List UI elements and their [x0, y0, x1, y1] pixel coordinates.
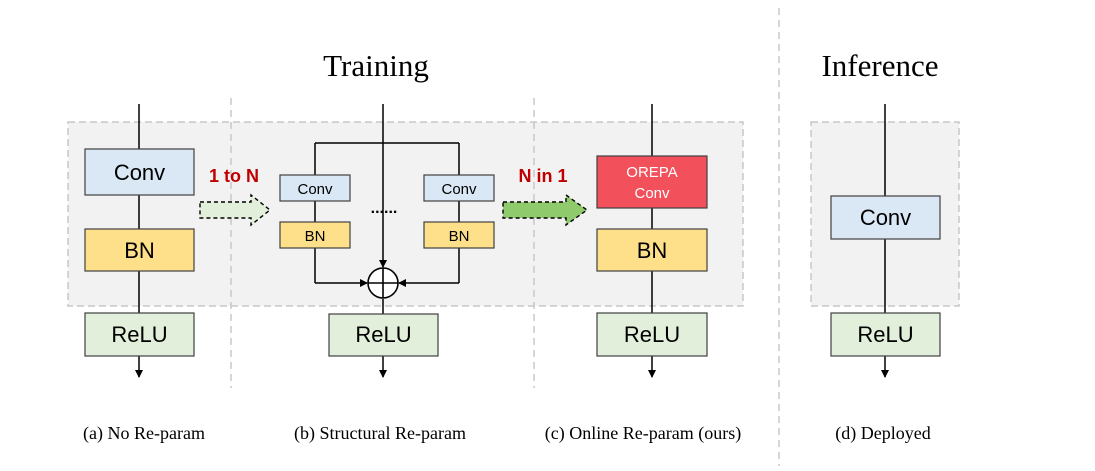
panel-b-left-conv-label: Conv [297, 181, 333, 198]
panel-c-relu-box [596, 312, 708, 357]
n-in-one-label: N in 1 [518, 166, 567, 186]
panel-a-relu-label: ReLU [111, 322, 167, 347]
panel-b-right-conv-box [423, 174, 495, 202]
panel-d-conv-label: Conv [860, 205, 911, 230]
panel-b-relu-label: ReLU [355, 322, 411, 347]
panel-c-relu-label: ReLU [624, 322, 680, 347]
panel-a: Conv BN ReLU (a) No Re-param [83, 104, 205, 444]
panel-b-right-conv-label: Conv [441, 181, 477, 198]
panel-d-relu-label: ReLU [857, 322, 913, 347]
one-to-n-label: 1 to N [209, 166, 259, 186]
panel-c-bn-label: BN [637, 238, 668, 263]
panel-b: Conv Conv BN BN ...... ReLU (b) Structur… [279, 104, 495, 444]
panel-c-orepa-label: OREPA [626, 164, 677, 181]
panel-d-relu-box [830, 312, 941, 357]
panel-b-ellipsis: ...... [371, 200, 398, 217]
panel-d-caption: (d) Deployed [835, 423, 930, 444]
panel-b-left-conv-box [279, 174, 351, 202]
panel-b-right-bn-label: BN [449, 228, 470, 245]
panel-b-relu-box [328, 313, 439, 357]
panel-a-caption: (a) No Re-param [83, 423, 205, 444]
panel-c-orepa-conv-label: Conv [634, 185, 670, 202]
panel-a-bn-label: BN [124, 238, 155, 263]
training-header: Training [323, 48, 429, 83]
panel-c-orepa-conv-box [596, 155, 708, 209]
panel-c-caption: (c) Online Re-param (ours) [545, 423, 741, 444]
one-to-n-transition: 1 to N [199, 166, 272, 227]
panel-c-bn-box [596, 228, 708, 272]
add-node-icon [367, 267, 399, 299]
n-in-one-transition: N in 1 [502, 166, 589, 227]
panel-b-left-bn-box [279, 221, 351, 249]
panel-a-relu-box [84, 312, 195, 357]
inference-header: Inference [821, 48, 938, 83]
panel-c: OREPA Conv BN ReLU (c) Online Re-param (… [545, 104, 741, 444]
n-in-one-arrow [502, 193, 589, 227]
panel-b-caption: (b) Structural Re-param [294, 423, 466, 444]
panel-a-conv-box [84, 148, 195, 196]
one-to-n-arrow [199, 193, 272, 227]
panel-b-right-bn-box [423, 221, 495, 249]
panel-d-conv-box [830, 195, 941, 240]
panel-a-bn-box [84, 228, 195, 272]
panel-a-conv-label: Conv [114, 160, 165, 185]
panel-b-left-bn-label: BN [305, 228, 326, 245]
panel-d: Conv ReLU (d) Deployed [830, 104, 941, 444]
